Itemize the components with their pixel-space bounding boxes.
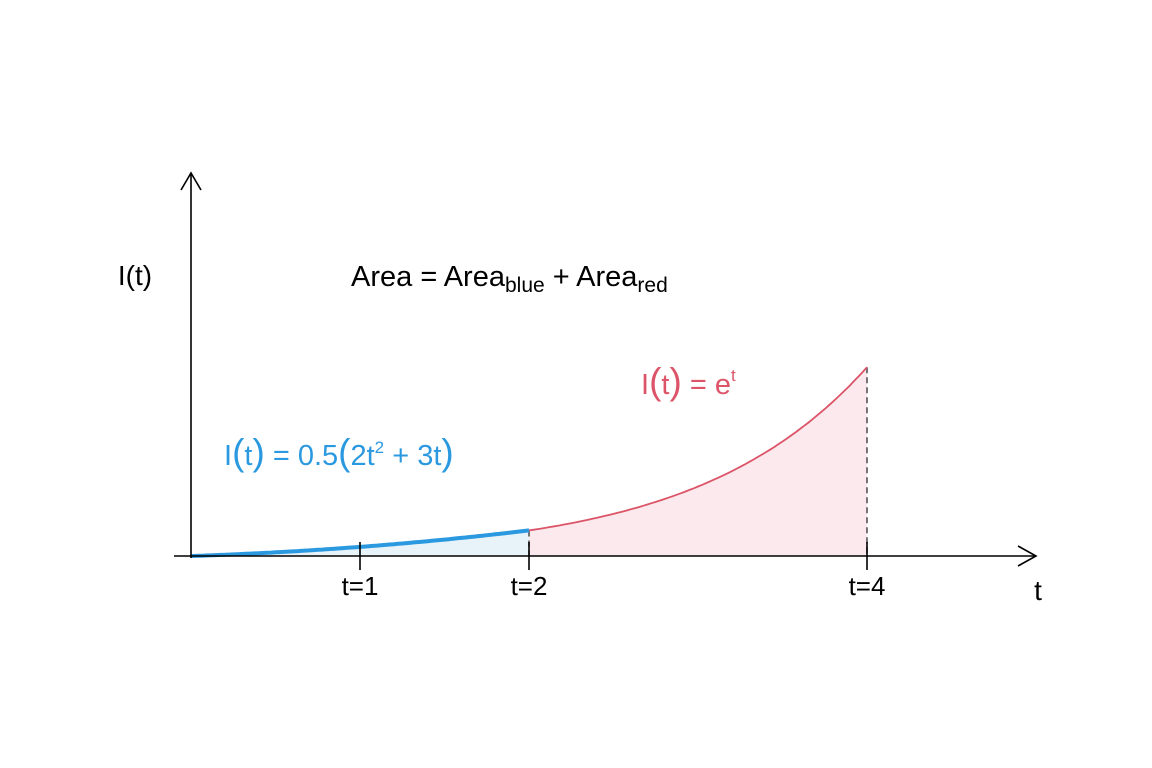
red-curve-formula: I(t) = et (641, 361, 736, 402)
area-annotation: Area = Areablue + Areared (351, 261, 668, 297)
area-fills (191, 367, 867, 556)
x-tick-label: t=4 (849, 571, 886, 601)
y-axis-arrowhead (180, 171, 202, 191)
area-fill-blue (191, 530, 529, 556)
x-axis-arrowhead (1017, 545, 1038, 567)
x-axis-title: t (1034, 575, 1042, 606)
x-ticks: t=1 t=2 t=4 (342, 542, 886, 601)
area-fill-red (529, 367, 867, 556)
blue-curve-formula: I(t) = 0.5(2t2 + 3t) (224, 432, 454, 473)
x-tick-label: t=1 (342, 571, 379, 601)
y-axis-title: I(t) (118, 260, 152, 291)
x-tick-label: t=2 (511, 571, 548, 601)
curve-red (528, 366, 868, 532)
